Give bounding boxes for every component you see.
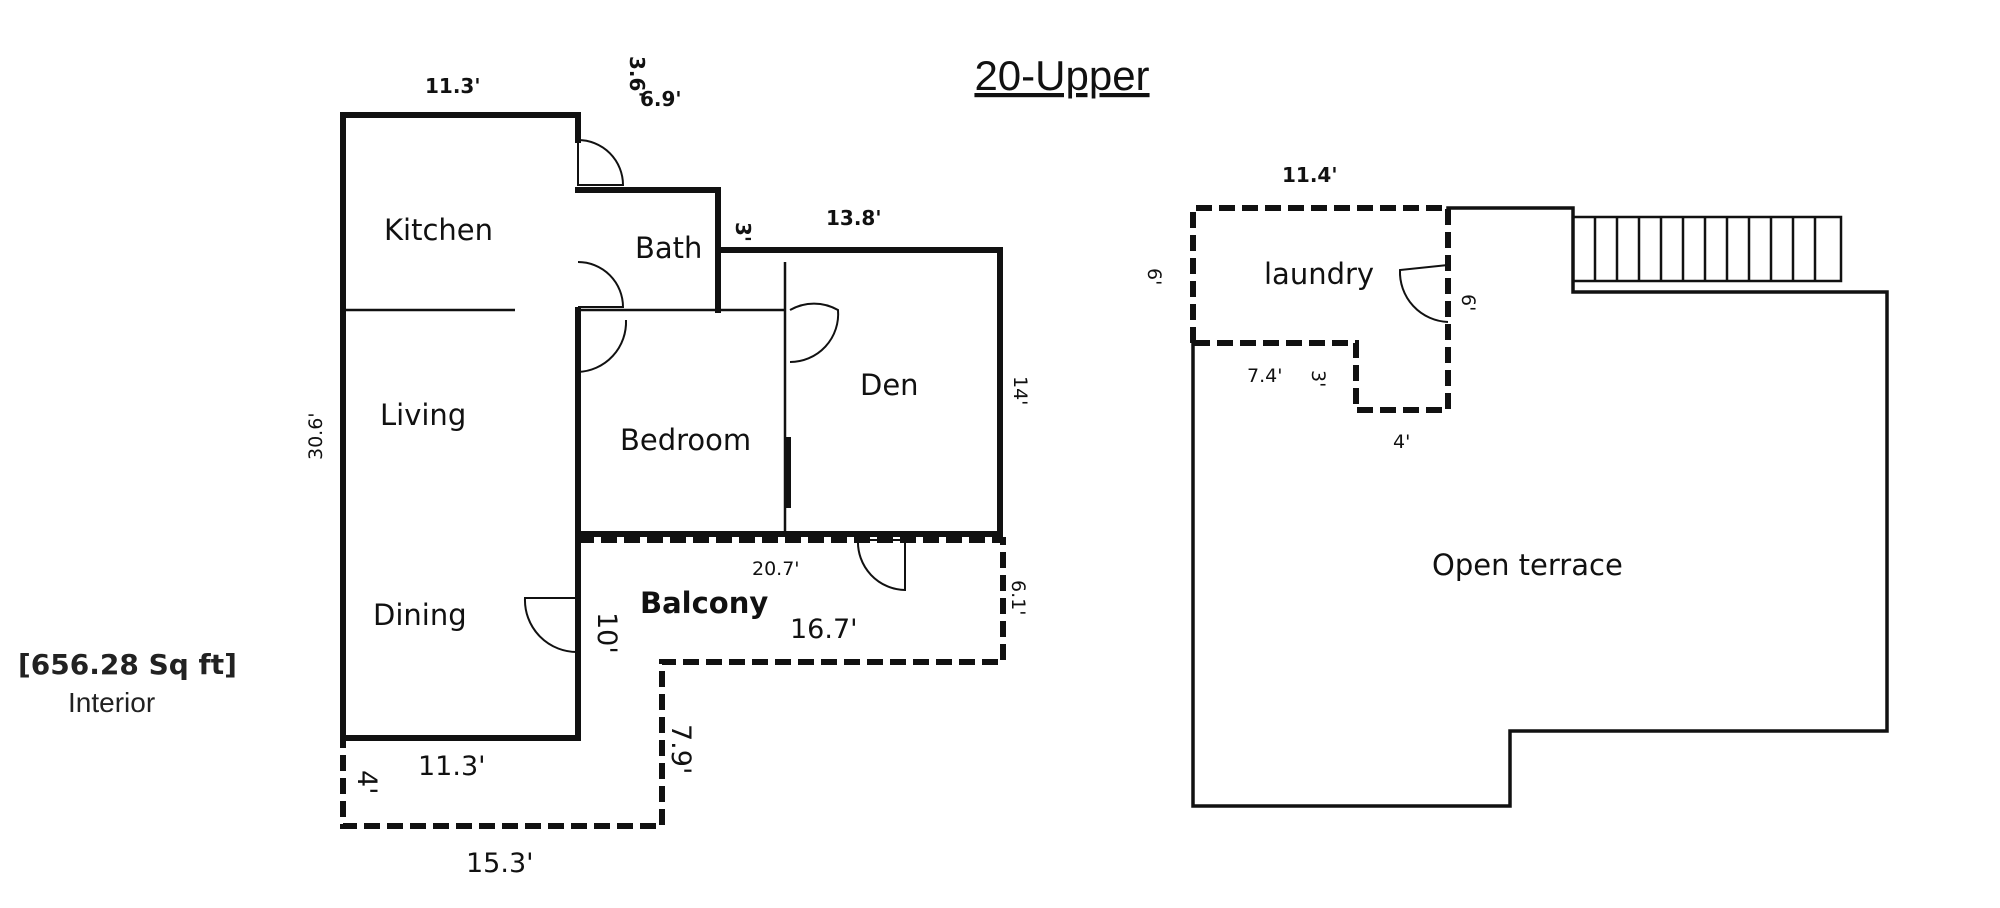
door-balcony [856, 539, 906, 592]
dim-laundry-right: 6' [1457, 294, 1479, 311]
dim-balcony-right: 6.1' [1007, 580, 1029, 615]
label-den: Den [860, 368, 919, 402]
label-terrace: Open terrace [1432, 548, 1623, 582]
dim-lower-depth: 4' [351, 770, 382, 795]
terrace-outline [1191, 206, 1889, 808]
dim-laundry-bottom: 4' [1393, 431, 1410, 453]
main-unit: Kitchen Bath Living Bedroom Den Dining B… [305, 56, 1031, 879]
door-dining [523, 597, 579, 654]
plan-title: 20-Upper [974, 52, 1149, 99]
dim-balcony-depth: 10' [591, 612, 622, 654]
label-bedroom: Bedroom [620, 423, 751, 457]
door-bedroom [577, 319, 628, 374]
stair-treads [1593, 217, 1817, 281]
door-kitchen [577, 138, 625, 186]
dim-balcony-width: 16.7' [790, 614, 858, 645]
laundry-outline [1190, 205, 1451, 413]
area-total: [656.28 Sq ft] [18, 648, 237, 681]
dim-lower-diag: 7.9' [665, 724, 696, 774]
door-laundry [1398, 264, 1449, 323]
dim-den-width: 13.8' [826, 206, 881, 230]
door-bath [577, 261, 625, 308]
door-den [789, 302, 840, 364]
dim-bottom-width: 15.3' [466, 848, 534, 879]
label-bath: Bath [635, 231, 702, 265]
dim-laundry-left: 6' [1143, 268, 1165, 285]
dim-laundry-width: 11.4' [1282, 163, 1337, 187]
label-kitchen: Kitchen [384, 213, 493, 247]
dim-bath-c: 3' [731, 222, 755, 242]
dim-laundry-step: 3' [1307, 370, 1329, 387]
dim-bath-b: 6.9' [640, 87, 682, 111]
label-balcony: Balcony [640, 586, 768, 620]
label-dining: Dining [373, 598, 467, 632]
dim-left-height: 30.6' [305, 412, 327, 460]
dim-den-height: 14' [1009, 376, 1031, 405]
dim-bath-a: 3.6' [625, 56, 649, 98]
dim-lower-width: 11.3' [418, 751, 486, 782]
label-living: Living [380, 398, 466, 432]
balcony-outline [340, 537, 1006, 829]
terrace-unit: laundry Open terrace 11.4' 6' 6' 7.4' 3'… [1143, 163, 1889, 808]
label-laundry: laundry [1264, 257, 1374, 291]
area-label: Interior [68, 687, 155, 718]
stairs [1571, 215, 1843, 283]
dim-top-width: 11.3' [425, 74, 480, 98]
wall-den [575, 247, 1003, 537]
dim-balcony-top: 20.7' [752, 558, 800, 580]
dim-laundry-lower: 7.4' [1247, 365, 1282, 387]
